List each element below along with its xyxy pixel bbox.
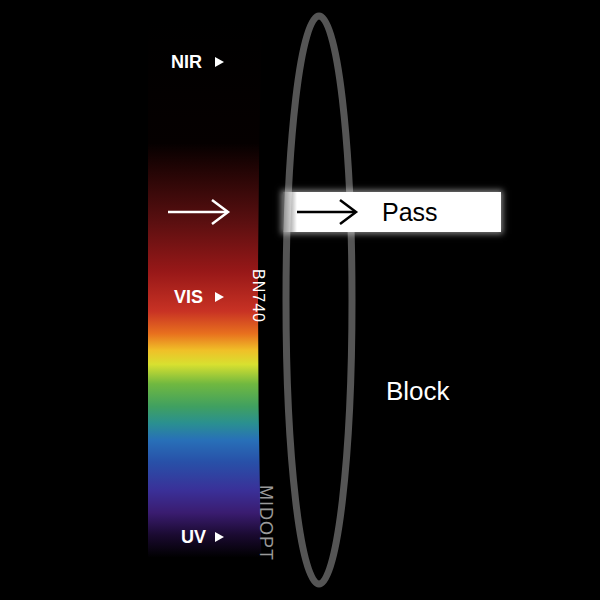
- pointer-triangle: [215, 532, 224, 542]
- spectrum-band: [148, 20, 262, 580]
- band-label: UV: [181, 528, 206, 546]
- pointer-triangle: [215, 57, 224, 67]
- pass-label: Pass: [382, 200, 438, 225]
- pass-band: Pass: [283, 192, 501, 232]
- brand-logo: MIDOPT: [257, 485, 275, 561]
- band-label: NIR: [171, 53, 202, 71]
- band-label: VIS: [174, 288, 203, 306]
- block-label: Block: [386, 378, 450, 404]
- pointer-triangle: [215, 292, 224, 302]
- filter-ring: [286, 16, 352, 584]
- filter-model: BN740: [250, 269, 266, 323]
- light-arrow: [168, 200, 228, 224]
